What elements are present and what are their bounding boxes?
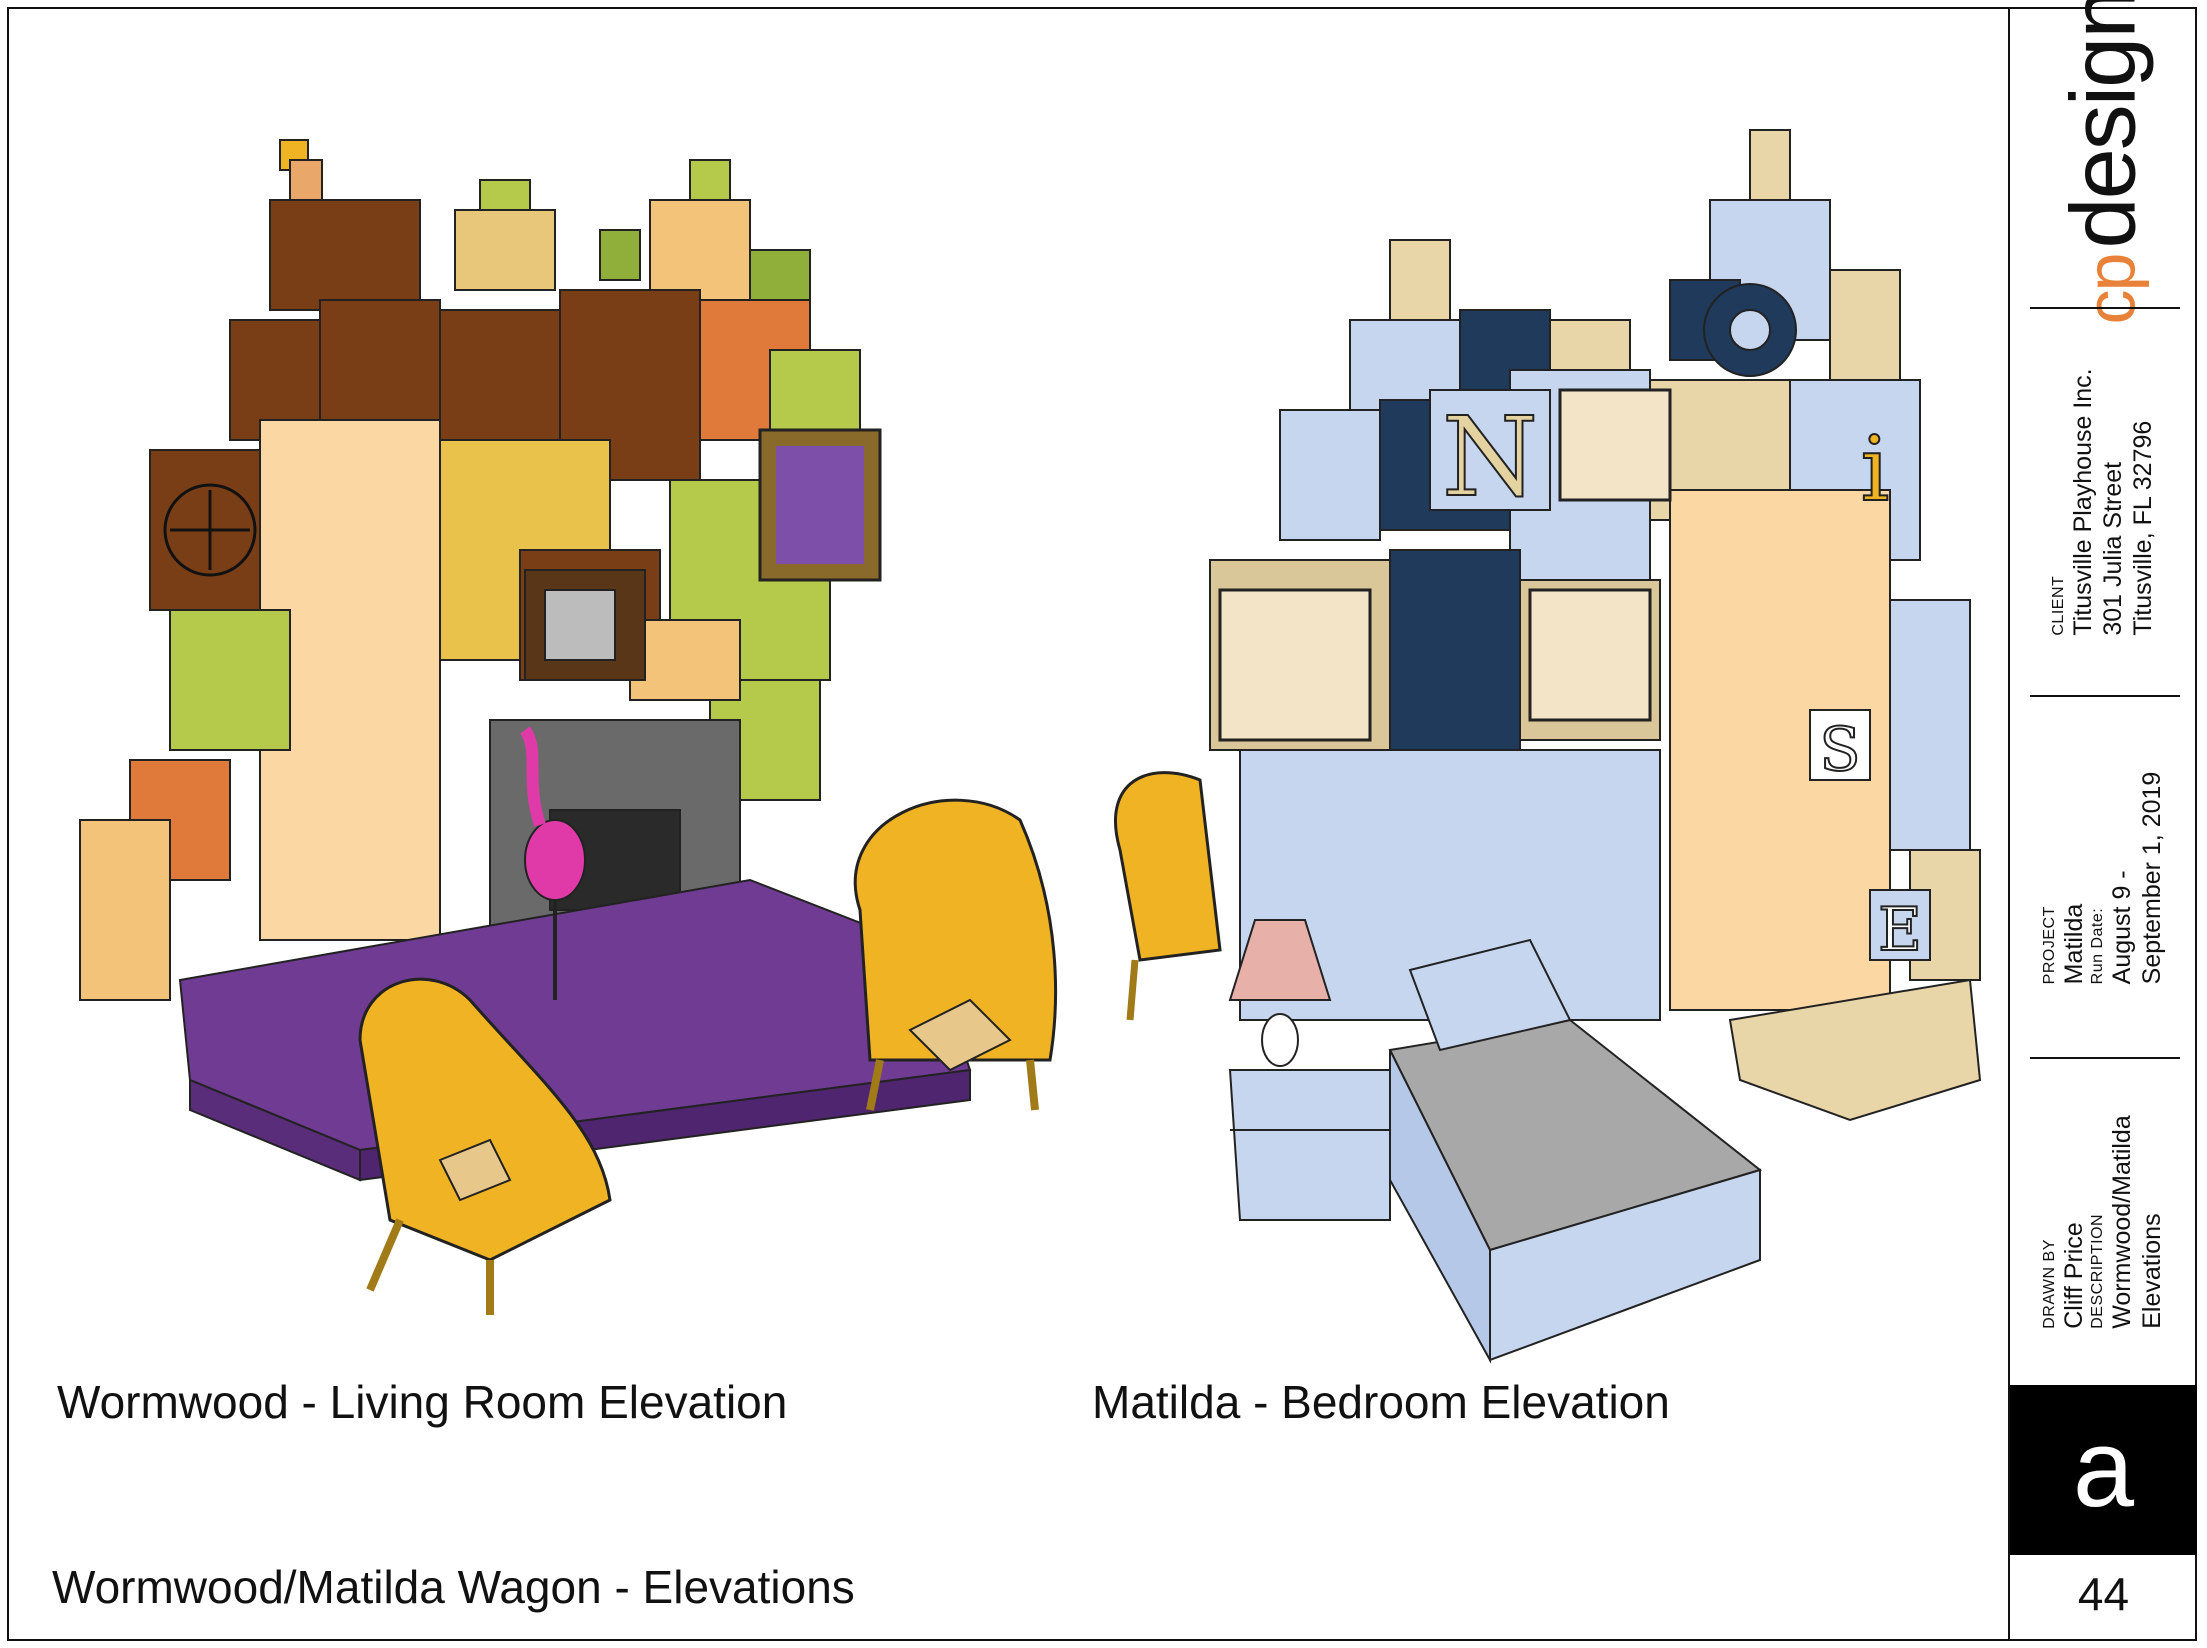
project-name: Matilda bbox=[2059, 903, 2088, 984]
client-address-2: Titusville, FL 32796 bbox=[2128, 420, 2157, 636]
living-room-elevation-illustration bbox=[79, 139, 1058, 1315]
drawing-border bbox=[7, 7, 2197, 1641]
run-date-label: Run Date: bbox=[2088, 907, 2106, 984]
living-room-caption: Wormwood - Living Room Elevation bbox=[57, 1376, 788, 1428]
logo-cell: cpdesign bbox=[2010, 0, 2197, 325]
sheet-title: Wormwood/Matilda Wagon - Elevations bbox=[52, 1561, 855, 1613]
svg-text:N: N bbox=[1442, 393, 1538, 521]
client-label: CLIENT bbox=[2049, 575, 2067, 636]
armchair-left bbox=[358, 977, 612, 1315]
description-line-2: Elevations bbox=[2137, 1213, 2166, 1329]
divider bbox=[2030, 1057, 2180, 1059]
living-room-wall bbox=[79, 139, 882, 1001]
cp-design-logo: cpdesign bbox=[2052, 0, 2154, 325]
divider bbox=[2030, 307, 2180, 309]
client-cell: CLIENT Titusville Playhouse Inc. 301 Jul… bbox=[2010, 312, 2197, 692]
flamingo-figure bbox=[519, 726, 586, 1000]
run-date-line-2: September 1, 2019 bbox=[2137, 771, 2166, 984]
title-block: cpdesign CLIENT Titusville Playhouse Inc… bbox=[2008, 0, 2197, 1641]
bedroom-elevation-illustration: N i S E bbox=[1114, 129, 1982, 1364]
client-name: Titusville Playhouse Inc. bbox=[2068, 368, 2097, 636]
svg-text:E: E bbox=[1878, 895, 1922, 965]
project-label: PROJECT bbox=[2040, 905, 2058, 984]
description-label: DESCRIPTION bbox=[2088, 1213, 2106, 1329]
svg-text:S: S bbox=[1819, 715, 1860, 785]
sheet-letter-box: a bbox=[2010, 1385, 2197, 1555]
sheet-letter: a bbox=[2072, 1407, 2135, 1530]
nightstand bbox=[1228, 919, 1391, 1221]
bedroom-caption: Matilda - Bedroom Elevation bbox=[1092, 1376, 1670, 1428]
drawn-by-name: Cliff Price bbox=[2059, 1222, 2088, 1329]
drawn-by-cell: DRAWN BY Cliff Price DESCRIPTION Wormwoo… bbox=[2010, 1062, 2197, 1382]
project-cell: PROJECT Matilda Run Date: August 9 - Sep… bbox=[2010, 700, 2197, 1055]
bed bbox=[1388, 938, 1763, 1364]
divider bbox=[2030, 695, 2180, 697]
page-number: 44 bbox=[2077, 1568, 2130, 1620]
bookshelves bbox=[1218, 388, 1672, 742]
armchair-right bbox=[853, 798, 1058, 1111]
run-date-line-1: August 9 - bbox=[2107, 869, 2136, 984]
svg-text:i: i bbox=[1861, 417, 1890, 522]
letter-blocks: N i S E bbox=[1429, 283, 1931, 966]
side-chair bbox=[1114, 771, 1222, 1021]
description-line-1: Wormwood/Matilda bbox=[2107, 1115, 2136, 1329]
drawn-by-label: DRAWN BY bbox=[2040, 1239, 2058, 1329]
bedroom-wall bbox=[1209, 129, 1982, 1122]
client-address-1: 301 Julia Street bbox=[2098, 461, 2127, 636]
